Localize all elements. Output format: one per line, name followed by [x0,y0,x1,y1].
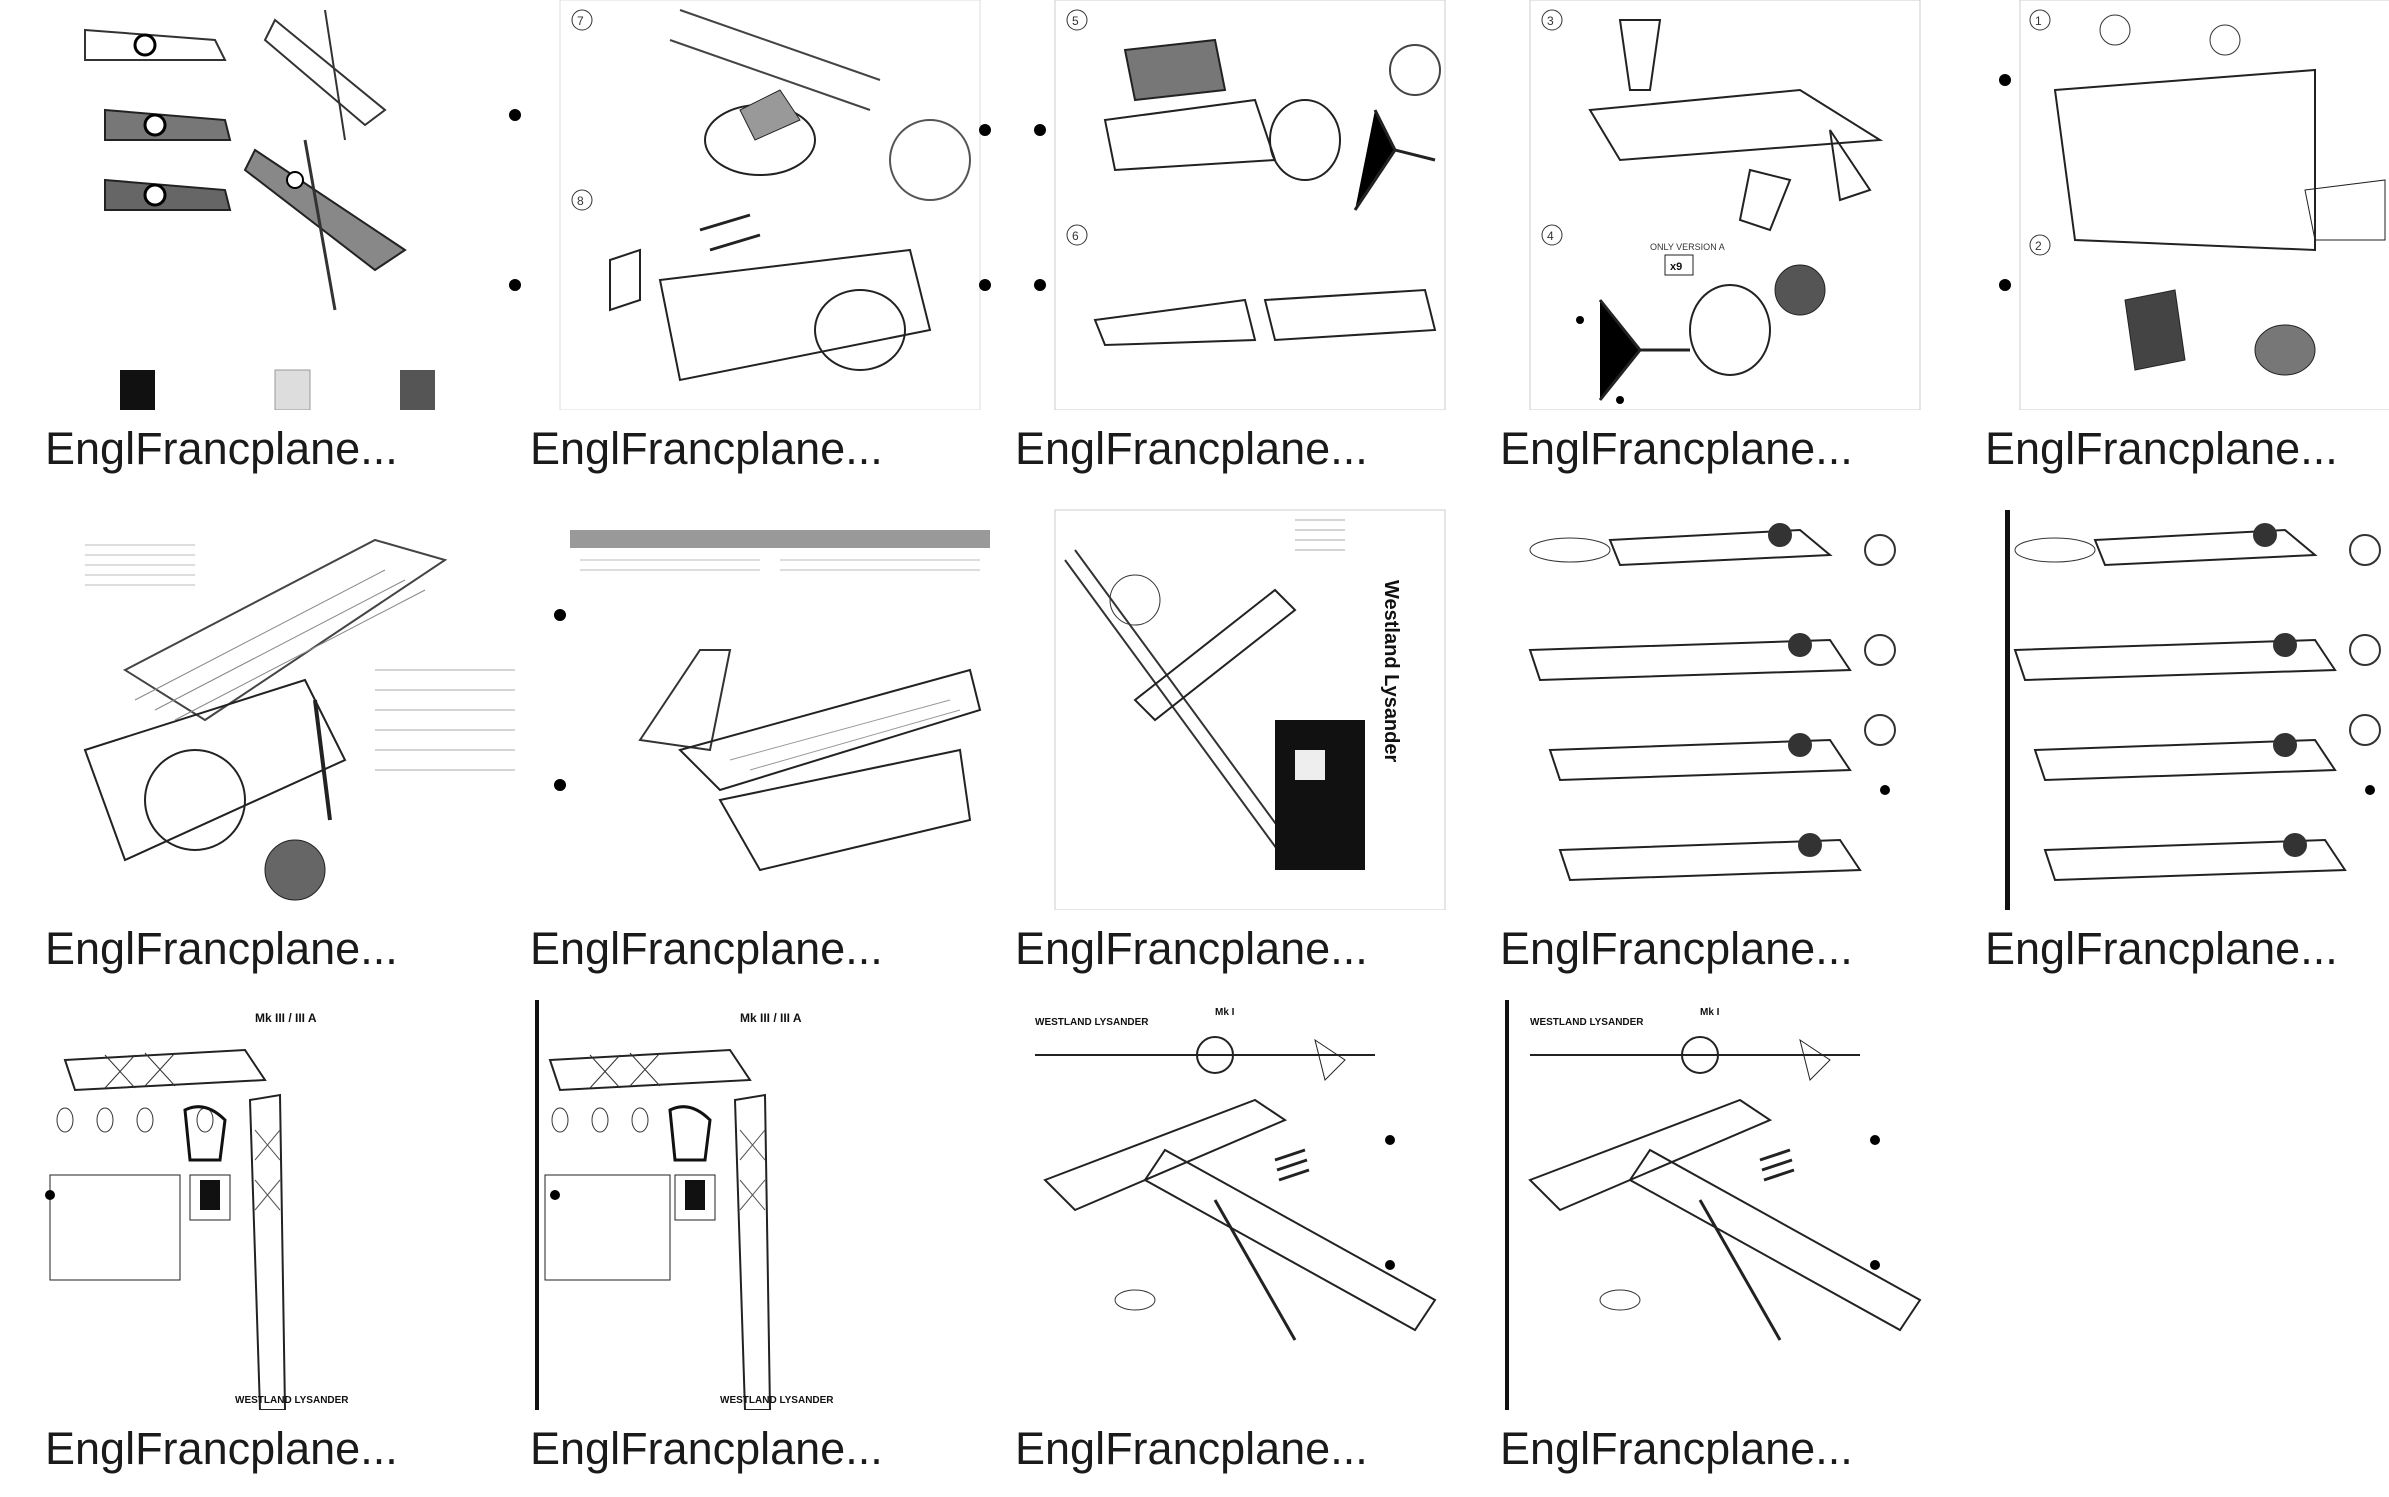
plan-footer: WESTLAND LYSANDER [720,1395,834,1406]
assembly-drawing: 1 2 [1999,0,2389,410]
plan-title: Mk III / III A [740,1011,802,1025]
assembly-drawing: 7 8 [559,0,991,410]
file-name: EnglFrancplane... [1015,923,1368,974]
plan-title: WESTLAND LYSANDER [1530,1017,1644,1028]
plan-drawing [1520,510,1960,910]
assembly-drawing: 3 4 ONLY VERSION A x9 [1529,0,1921,410]
file-tile[interactable]: 5 6 EnglFrancplane... [1015,0,1495,495]
file-name: EnglFrancplane... [1985,923,2338,974]
plan-footer: WESTLAND LYSANDER [235,1395,349,1406]
file-tile[interactable]: EnglFrancplane... [1985,500,2389,995]
plan-subtitle: Mk I [1700,1007,1720,1018]
file-name: EnglFrancplane... [45,423,398,474]
plan-subtitle: Mk I [1215,1007,1235,1018]
file-name: EnglFrancplane... [530,923,883,974]
file-thumbnail[interactable]: Westland Lysander [1015,500,1495,910]
file-tile[interactable]: 7 8 EnglFrancplane... [530,0,1010,495]
file-thumbnail[interactable] [1500,500,1980,910]
assembly-drawing: 5 6 [1034,0,1446,410]
file-name: EnglFrancplane... [1500,423,1853,474]
step-number: 8 [577,194,584,208]
file-tile[interactable]: WESTLAND LYSANDER Mk I EnglFrancplane... [1500,1000,1980,1495]
file-tile[interactable]: 1 2 EnglFrancplane... [1985,0,2389,495]
file-tile[interactable]: EnglFrancplane... [45,500,525,995]
file-thumbnail[interactable]: 3 4 ONLY VERSION A x9 [1500,0,1980,410]
cutaway-drawing: Westland Lysander [1054,509,1446,910]
plan-title: WESTLAND LYSANDER [1035,1017,1149,1028]
file-thumbnail[interactable]: 7 8 [530,0,1010,410]
file-thumbnail[interactable]: WESTLAND LYSANDER Mk I [1015,1000,1495,1410]
plan-title: Mk III / III A [255,1011,317,1025]
file-name: EnglFrancplane... [45,1423,398,1474]
file-tile[interactable]: Mk III / III A WESTLAND LYSANDER EnglFra… [530,1000,1010,1495]
cutaway-drawing [80,535,525,910]
plan-drawing: Mk III / III A WESTLAND LYSANDER [45,1000,525,1410]
step-number: 2 [2035,239,2042,253]
step-number: 4 [1547,229,1554,243]
file-thumbnail[interactable]: Mk III / III A WESTLAND LYSANDER [45,1000,525,1410]
file-name: EnglFrancplane... [1985,423,2338,474]
plan-drawing: Mk III / III A WESTLAND LYSANDER [530,1000,1010,1410]
step-number: 1 [2035,14,2042,28]
plan-drawing [2005,510,2389,910]
color-scheme-drawing [84,0,525,410]
file-thumbnail[interactable] [45,0,525,410]
file-tile[interactable]: Mk III / III A WESTLAND LYSANDER EnglFra… [45,1000,525,1495]
file-thumbnail[interactable]: 5 6 [1015,0,1495,410]
file-name: EnglFrancplane... [1500,1423,1853,1474]
file-name: EnglFrancplane... [1015,423,1368,474]
step-number: 7 [577,14,584,28]
file-thumbnail[interactable] [1985,500,2389,910]
file-thumbnail[interactable] [45,500,525,910]
version-note: ONLY VERSION A [1650,242,1725,252]
plan-drawing: WESTLAND LYSANDER Mk I [1500,1000,1980,1410]
file-thumbnail[interactable]: WESTLAND LYSANDER Mk I [1500,1000,1980,1410]
step-number: 6 [1072,229,1079,243]
file-tile[interactable]: EnglFrancplane... [45,0,525,495]
file-name: EnglFrancplane... [1500,923,1853,974]
article-title: Westland Lysander [1380,580,1402,762]
file-thumbnail[interactable] [530,500,1010,910]
file-name: EnglFrancplane... [530,1423,883,1474]
file-name: EnglFrancplane... [45,923,398,974]
file-thumbnail[interactable]: Mk III / III A WESTLAND LYSANDER [530,1000,1010,1410]
quantity-label: x9 [1670,261,1682,273]
file-tile[interactable]: WESTLAND LYSANDER Mk I EnglFrancplane... [1015,1000,1495,1495]
file-name: EnglFrancplane... [530,423,883,474]
file-tile[interactable]: EnglFrancplane... [530,500,1010,995]
file-tile[interactable]: EnglFrancplane... [1500,500,1980,995]
file-name: EnglFrancplane... [1015,1423,1368,1474]
cutaway-drawing [554,530,990,910]
step-number: 5 [1072,14,1079,28]
file-tile[interactable]: 3 4 ONLY VERSION A x9 EnglFrancplane... [1500,0,1980,495]
plan-drawing: WESTLAND LYSANDER Mk I [1015,1000,1495,1410]
file-thumbnail[interactable]: 1 2 [1985,0,2389,410]
step-number: 3 [1547,14,1554,28]
file-tile[interactable]: Westland Lysander EnglFrancplane... [1015,500,1495,995]
